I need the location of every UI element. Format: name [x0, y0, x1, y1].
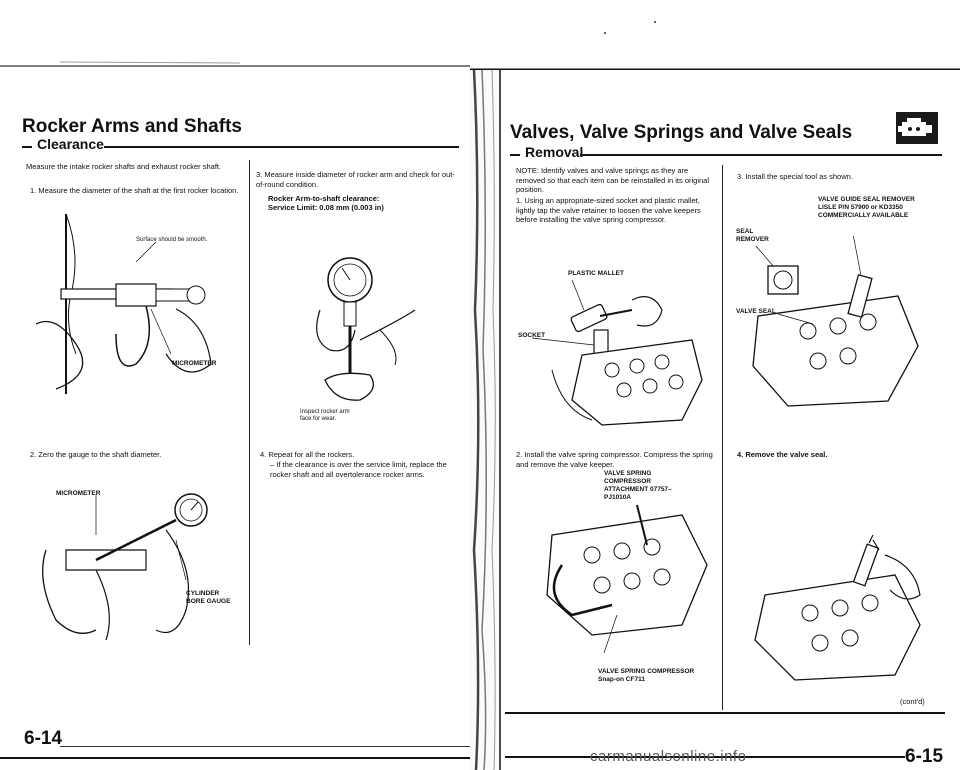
left-intro: Measure the intake rocker shafts and exh… — [26, 162, 222, 171]
spring-compressor-figure — [546, 504, 708, 654]
fig3-inspect-label: Inspect rocker arm face for wear. — [300, 409, 350, 422]
fig1-mallet-label: PLASTIC MALLET — [568, 270, 624, 277]
left-step-4-note: – If the clearance is over the service l… — [270, 460, 447, 479]
left-bottom-line-thin — [60, 746, 472, 747]
contd-label: (cont'd) — [900, 697, 925, 706]
scan-artifact-top — [0, 0, 960, 72]
fig1-smooth-label: Surface should be smooth. — [136, 237, 208, 243]
right-page-number: 6-15 — [905, 746, 944, 767]
right-note: NOTE: Identify valves and valve springs … — [516, 166, 710, 194]
fig1-micrometer-label: MICROMETER — [172, 360, 217, 367]
left-page-number: 6-14 — [24, 728, 63, 749]
engine-icon — [896, 112, 938, 144]
left-section-line-left — [22, 146, 32, 148]
left-page-title: Rocker Arms and Shafts — [22, 116, 242, 137]
right-step-4: 4. Remove the valve seal. — [737, 450, 828, 459]
left-step-1: 1. Measure the diameter of the shaft at … — [30, 186, 239, 195]
fig3-valve-seal-label: VALVE SEAL — [736, 308, 776, 315]
right-step-3: 3. Install the special tool as shown. — [737, 172, 853, 181]
right-bottom-line-2 — [505, 756, 905, 758]
remove-seal-figure — [754, 535, 921, 681]
fig2-compressor-label: VALVE SPRING COMPRESSOR Snap-on CF711 — [598, 668, 695, 683]
left-step-4: 4. Repeat for all the rockers. — [260, 450, 355, 459]
left-step-3: 3. Measure inside diameter of rocker arm… — [256, 170, 455, 189]
right-section-title: Removal — [525, 144, 584, 160]
left-section-title: Clearance — [37, 136, 104, 152]
clearance-heading: Rocker Arm-to-shaft clearance: — [268, 194, 380, 203]
right-bottom-line — [505, 712, 945, 714]
gutter-scan-edge — [470, 70, 501, 770]
rocker-arm-figure — [316, 257, 416, 401]
mallet-socket-figure — [531, 279, 703, 426]
fig2-attachment-label: VALVE SPRING COMPRESSOR ATTACHMENT 07757… — [604, 470, 672, 501]
fig2-micrometer-label: MICROMETER — [56, 490, 101, 497]
right-page-title: Valves, Valve Springs and Valve Seals — [510, 122, 853, 143]
bore-gauge-figure — [42, 493, 208, 641]
watermark: carmanualsonline.info — [590, 748, 747, 765]
right-section-line-left — [510, 154, 520, 156]
left-section-line-right — [104, 146, 459, 148]
right-column-divider — [722, 165, 723, 710]
left-bottom-line — [0, 757, 472, 759]
service-limit: Service Limit: 0.08 mm (0.003 in) — [268, 203, 384, 212]
fig3-guide-label: VALVE GUIDE SEAL REMOVER LISLE P/N 57900… — [818, 196, 915, 219]
left-column-divider — [249, 160, 250, 645]
right-step-1: 1. Using an appropriate-sized socket and… — [516, 196, 701, 224]
engine-icon-graphic — [898, 118, 932, 136]
micrometer-figure — [36, 214, 212, 394]
left-step-2: 2. Zero the gauge to the shaft diameter. — [30, 450, 162, 459]
right-step-2: 2. Install the valve spring compressor. … — [516, 450, 713, 469]
fig2-bore-gauge-label: CYLINDER BORE GAUGE — [186, 590, 231, 605]
scan-noise — [0, 21, 960, 72]
seal-remover-figure — [752, 236, 919, 407]
right-section-line-right — [580, 154, 942, 156]
fig3-seal-remover-label: SEAL REMOVER — [736, 228, 769, 243]
fig1-socket-label: SOCKET — [518, 332, 546, 339]
